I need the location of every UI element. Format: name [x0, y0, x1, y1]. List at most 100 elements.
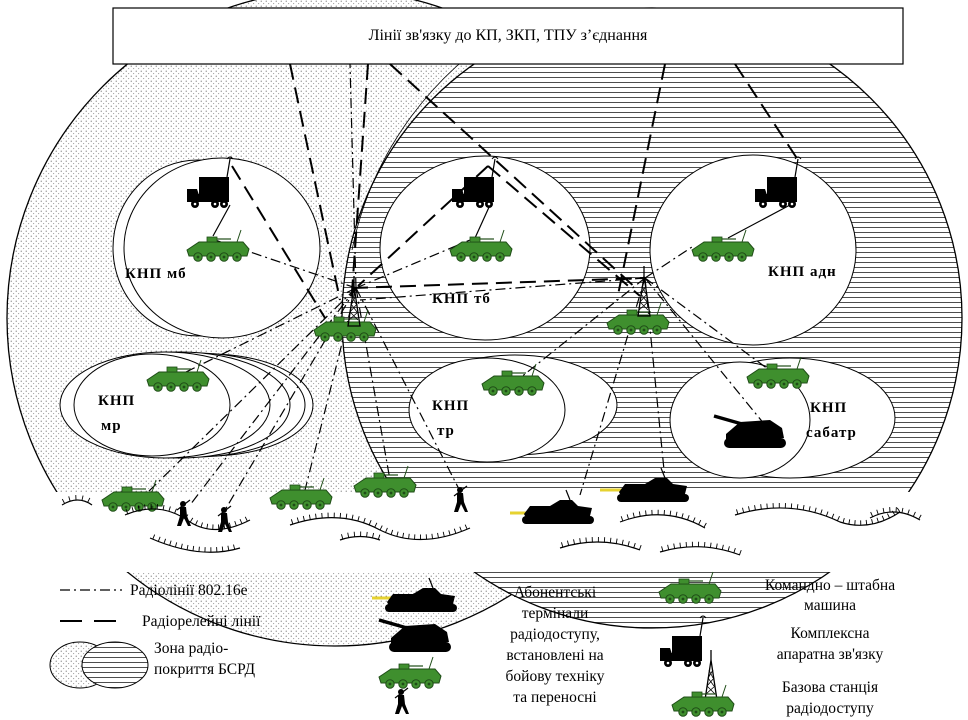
terrain-tick: [186, 544, 189, 550]
terrain-tick: [638, 511, 641, 517]
terrain-tick: [68, 496, 71, 502]
legend-radio-lines: Радіолінії 802.16е: [60, 582, 248, 599]
terrain-tick: [727, 546, 730, 552]
legend-terminals-label-5: бойову техніку: [506, 668, 605, 685]
label-knp-sabatr-2: сабатр: [806, 425, 857, 441]
terrain-tick: [233, 544, 236, 550]
terrain-tick: [125, 509, 129, 515]
legend-coverage-label-1: Зона радіо-: [154, 640, 228, 657]
legend-base-station-label-2: радіодоступу: [786, 700, 874, 717]
radio-lines: [144, 63, 773, 511]
terrain-tick: [870, 511, 874, 517]
terrain-tick: [901, 507, 904, 513]
legend-command-vehicle-label-1: Командно – штабна: [765, 577, 895, 594]
terrain-tick: [200, 522, 203, 528]
terrain-tick: [907, 509, 910, 515]
terrain-tick: [137, 505, 140, 511]
terrain-tick: [748, 506, 750, 512]
terrain-tick: [244, 516, 248, 522]
terrain-tick: [396, 531, 399, 537]
terrain-tick: [733, 547, 736, 553]
legend-terminals-label-4: встановлені на: [506, 647, 603, 664]
terrain-tick: [876, 509, 879, 515]
terrain-tick: [715, 543, 718, 549]
terrain-tick: [195, 520, 198, 526]
terrain-tick: [896, 507, 901, 513]
label-knp-tr-1: КНП: [432, 398, 469, 414]
legend-command-vehicle: Командно – штабна машина: [658, 571, 895, 614]
legend-terminals-label-1: Абонентські: [514, 584, 597, 601]
terrain-tick: [669, 510, 672, 516]
legend-coverage: Зона радіо- покриття БСРД: [49, 640, 256, 689]
terrain-tick: [621, 539, 624, 545]
terrain-tick: [891, 510, 896, 516]
terrain-tick: [865, 519, 868, 526]
terrain-tick: [814, 507, 817, 513]
legend-command-vehicle-label-2: машина: [804, 597, 856, 614]
terrain-tick: [227, 545, 230, 551]
terrain-tick: [871, 519, 874, 525]
terrain-tick: [228, 522, 232, 528]
terrain-tick: [453, 528, 457, 534]
terrain-tick: [459, 526, 462, 532]
terrain-tick: [675, 511, 678, 517]
terrain-tick: [437, 532, 439, 538]
terrain-tick: [448, 530, 451, 536]
terrain-tick: [144, 504, 146, 510]
legend-coverage-label-2: покриття БСРД: [154, 661, 256, 678]
terrain-tick: [579, 538, 581, 544]
terrain-tick: [808, 506, 811, 512]
label-knp-adn: КНП адн: [768, 264, 837, 280]
terrain-tick: [645, 510, 647, 516]
terrain-tick: [290, 519, 294, 525]
label-knp-tb: КНП тб: [432, 291, 491, 307]
terrain-tick: [709, 542, 712, 548]
terrain-tick: [796, 504, 799, 510]
terrain-tick: [351, 514, 354, 520]
header-title: Лінії зв'язку до КП, ЗКП, ТПУ з’єднання: [369, 27, 648, 44]
label-knp-sabatr-1: КНП: [810, 400, 847, 416]
legend-relay-lines-label: Радіорелейні лінії: [142, 613, 261, 630]
terrain-tick: [620, 516, 624, 522]
terrain-tick: [162, 504, 165, 510]
terrain-tick: [174, 542, 178, 548]
terrain-tick: [626, 514, 629, 520]
terrain-tick: [402, 532, 405, 538]
label-knp-mr-1: КНП: [98, 393, 135, 409]
terrain-tick: [180, 543, 183, 549]
terrain-tick: [739, 549, 742, 555]
terrain-tick: [615, 538, 618, 544]
terrain-tick: [131, 506, 134, 513]
terrain-tick: [368, 520, 372, 526]
terrain-tick: [363, 517, 366, 523]
terrain-tick: [573, 539, 575, 545]
terrain-tick: [221, 546, 224, 552]
terrain-tick: [912, 511, 916, 517]
terrain-tick: [836, 516, 840, 521]
terrain-tick: [679, 542, 681, 548]
terrain-tick: [192, 545, 195, 551]
terrain-tick: [609, 537, 612, 543]
terrain-tick: [168, 506, 171, 512]
soldier-icon: [394, 687, 410, 715]
terrain-tick: [87, 497, 91, 503]
terrain-tick: [390, 529, 394, 535]
terrain-tick: [882, 507, 885, 513]
legend-base-station-label-1: Базова станція: [782, 679, 878, 696]
legend-terminals-label-3: радіодоступу,: [510, 626, 600, 643]
terrain-tick: [239, 518, 243, 524]
label-knp-mr-2: мр: [101, 418, 122, 434]
command-vehicle-icon: [378, 656, 442, 689]
terrain: [61, 499, 921, 556]
terrain-tick: [681, 513, 684, 519]
terrain-tick: [703, 522, 707, 528]
terrain-tick: [687, 515, 690, 521]
terrain-tick: [408, 533, 410, 539]
tank-group: [510, 467, 690, 525]
terrain-tick: [308, 514, 311, 520]
terrain-tick: [169, 540, 172, 546]
terrain-tick: [661, 546, 664, 552]
terrain-tick: [638, 544, 642, 550]
terrain-tick: [567, 540, 570, 546]
